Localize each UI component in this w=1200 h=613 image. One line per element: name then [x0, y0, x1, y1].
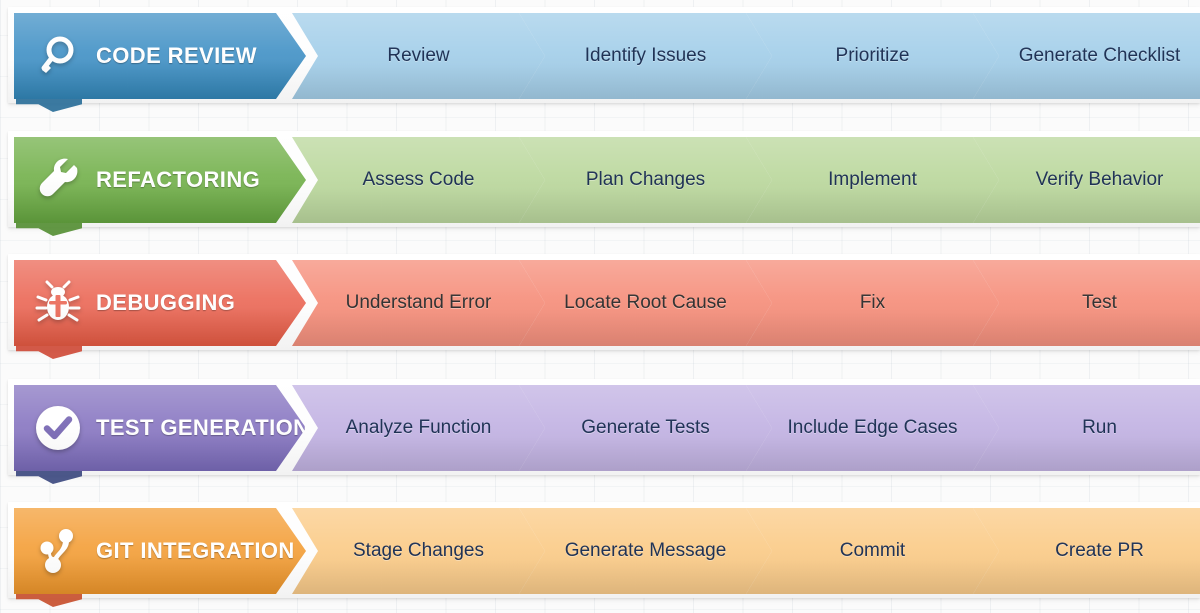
lane-fold-tab [16, 471, 82, 484]
step-label: Identify Issues [584, 45, 707, 66]
step-label: Verify Behavior [1035, 169, 1164, 190]
step-label: Locate Root Cause [564, 292, 727, 313]
step-label: Understand Error [345, 292, 492, 313]
step-chevron[interactable]: Assess Code [292, 137, 545, 223]
lane-git-integration: GIT INTEGRATION Stage Changes Generate Mes… [0, 502, 1200, 607]
step-chevron[interactable]: Understand Error [292, 260, 545, 346]
step-chevron[interactable]: Test [973, 260, 1200, 346]
step-chevron[interactable]: Verify Behavior [973, 137, 1200, 223]
check-circle-icon [34, 404, 82, 452]
magnifier-icon [34, 32, 82, 80]
step-chevron[interactable]: Create PR [973, 508, 1200, 594]
step-chevron[interactable]: Run [973, 385, 1200, 471]
lane-header-debugging[interactable]: DEBUGGING [14, 260, 306, 346]
step-chevron[interactable]: Generate Tests [519, 385, 772, 471]
step-chevron[interactable]: Review [292, 13, 545, 99]
step-chevron[interactable]: Fix [746, 260, 999, 346]
git-branch-icon [34, 527, 82, 575]
step-chevron[interactable]: Prioritize [746, 13, 999, 99]
lane-fold-tab [16, 223, 82, 236]
lane-test-generation: TEST GENERATION Analyze Function Generate … [0, 379, 1200, 484]
step-label: Create PR [1055, 540, 1144, 561]
step-label: Implement [828, 169, 917, 190]
step-label: Run [1082, 417, 1117, 438]
lane-header-code-review[interactable]: CODE REVIEW [14, 13, 306, 99]
step-label: Test [1082, 292, 1117, 313]
wrench-icon [34, 156, 82, 204]
lane-code-review: CODE REVIEW Review Identify Issues Prioriti… [0, 7, 1200, 112]
step-chevron[interactable]: Plan Changes [519, 137, 772, 223]
lane-title: CODE REVIEW [96, 43, 257, 68]
step-chevron[interactable]: Commit [746, 508, 999, 594]
step-label: Stage Changes [353, 540, 484, 561]
lane-refactoring: REFACTORING Assess Code Plan Changes Implem… [0, 131, 1200, 236]
step-chevron[interactable]: Implement [746, 137, 999, 223]
bug-icon [34, 279, 82, 327]
step-chevron[interactable]: Generate Message [519, 508, 772, 594]
step-label: Generate Tests [581, 417, 710, 438]
lane-debugging: DEBUGGING Understand Error Locate Root Cau… [0, 254, 1200, 359]
lane-header-test-generation[interactable]: TEST GENERATION [14, 385, 306, 471]
step-chevron[interactable]: Stage Changes [292, 508, 545, 594]
lane-fold-tab [16, 99, 82, 112]
step-label: Generate Message [564, 540, 727, 561]
lane-fold-tab [16, 594, 82, 607]
step-label: Analyze Function [345, 417, 492, 438]
step-label: Prioritize [835, 45, 910, 66]
lane-title: TEST GENERATION [96, 415, 310, 440]
step-chevron[interactable]: Include Edge Cases [746, 385, 999, 471]
lane-title: DEBUGGING [96, 290, 236, 315]
lane-header-git-integration[interactable]: GIT INTEGRATION [14, 508, 306, 594]
step-label: Commit [839, 540, 906, 561]
step-chevron[interactable]: Generate Checklist [973, 13, 1200, 99]
step-label: Generate Checklist [1018, 45, 1181, 66]
step-chevron[interactable]: Identify Issues [519, 13, 772, 99]
step-label: Plan Changes [585, 169, 706, 190]
lane-title: REFACTORING [96, 167, 261, 192]
lane-header-refactoring[interactable]: REFACTORING [14, 137, 306, 223]
step-label: Assess Code [362, 169, 475, 190]
lane-title: GIT INTEGRATION [96, 538, 295, 563]
step-label: Fix [859, 292, 886, 313]
step-label: Review [387, 45, 450, 66]
step-chevron[interactable]: Analyze Function [292, 385, 545, 471]
lane-fold-tab [16, 346, 82, 359]
step-chevron[interactable]: Locate Root Cause [519, 260, 772, 346]
step-label: Include Edge Cases [787, 417, 958, 438]
